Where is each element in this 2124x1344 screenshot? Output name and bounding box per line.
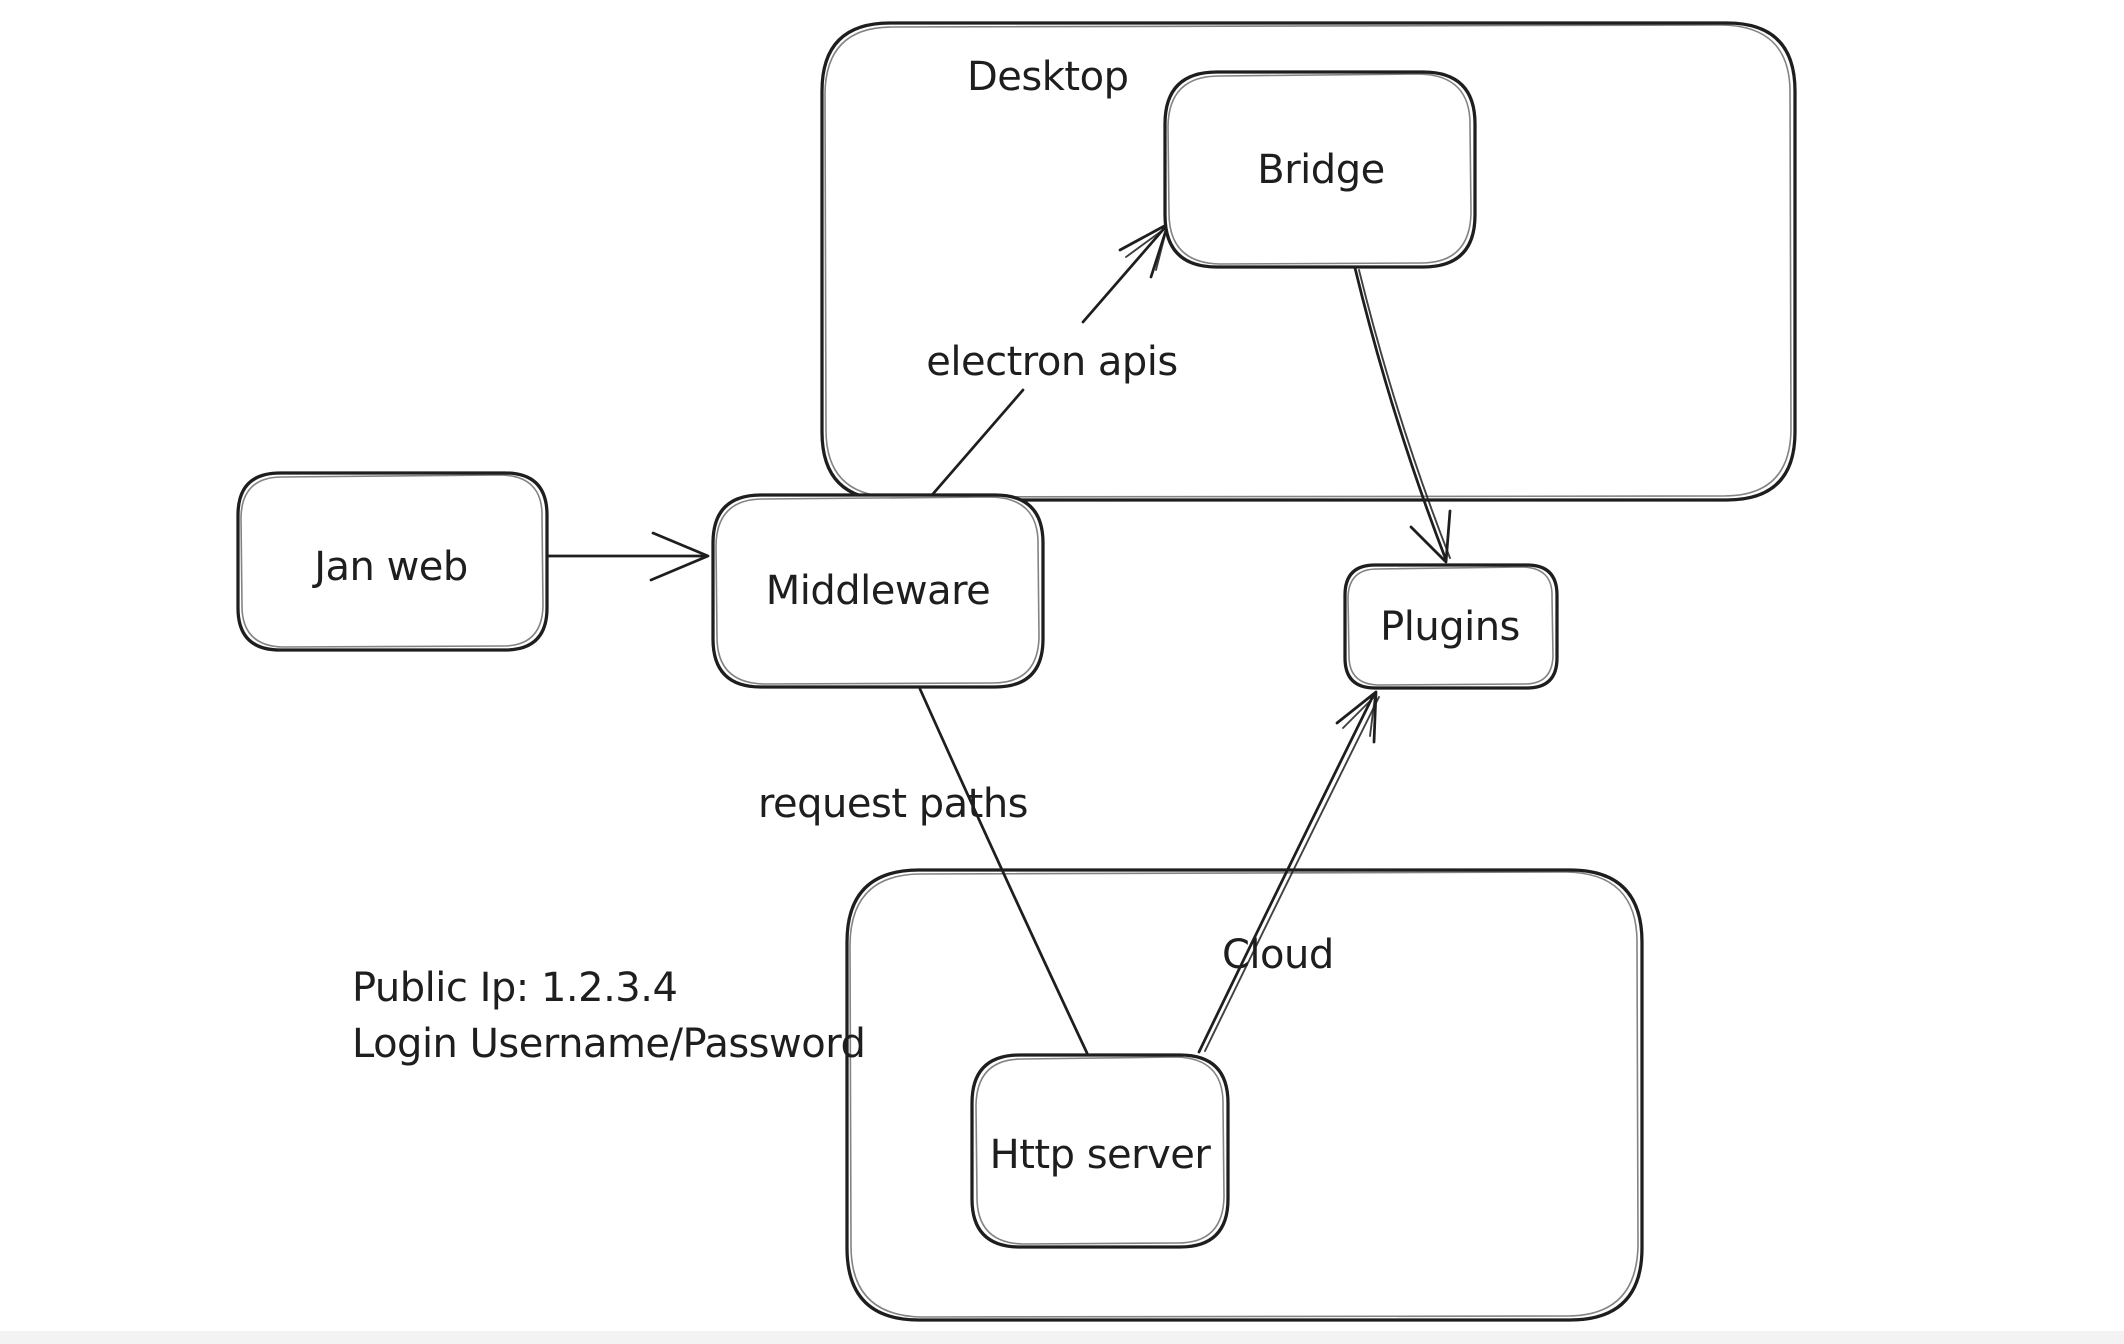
- credentials-note[interactable]: Public Ip: 1.2.3.4 Login Username/Passwo…: [352, 965, 866, 1067]
- arrow-janweb-to-middleware[interactable]: [547, 531, 710, 582]
- middleware-node-outline-sketch: [715, 496, 1040, 685]
- bridge-node-outline: [1163, 70, 1477, 269]
- cloud-container-outline-sketch: [849, 871, 1639, 1318]
- http-server-node-outline-sketch: [975, 1056, 1225, 1245]
- arrow-bridge-to-plugins-head: [1409, 509, 1452, 564]
- login-note-line: Login Username/Password: [352, 1021, 865, 1067]
- middleware-node-outline: [711, 493, 1045, 689]
- arrow-bridge-to-plugins-line: [1353, 266, 1448, 562]
- arrow-httpserver-to-plugins-head-sketch: [1342, 695, 1376, 737]
- desktop-container-label: Desktop: [967, 54, 1128, 100]
- bridge-node[interactable]: Bridge: [1163, 70, 1477, 269]
- jan-web-node[interactable]: Jan web: [236, 471, 549, 652]
- middleware-node[interactable]: Middleware: [711, 493, 1045, 689]
- arrow-janweb-to-middleware-head: [649, 531, 710, 582]
- arrow-httpserver-to-plugins-head: [1335, 690, 1378, 744]
- jan-web-node-outline-sketch: [240, 474, 544, 648]
- plugins-node-outline-sketch: [1347, 566, 1554, 686]
- cloud-container-label: Cloud: [1222, 932, 1334, 978]
- desktop-container-outline: [820, 21, 1797, 502]
- canvas-bottom-edge: [0, 1331, 2124, 1344]
- line-middleware-to-httpserver[interactable]: [918, 687, 1089, 1055]
- arrow-httpserver-to-plugins[interactable]: [1197, 690, 1380, 1054]
- http-server-node[interactable]: Http server: [970, 1053, 1230, 1249]
- public-ip-note-line: Public Ip: 1.2.3.4: [352, 965, 677, 1011]
- desktop-container-outline-sketch: [824, 24, 1792, 498]
- arrow-middleware-to-bridge-line-2: [1081, 222, 1170, 324]
- arrow-httpserver-to-plugins-line: [1197, 692, 1376, 1054]
- arrow-httpserver-to-plugins-line-sketch: [1204, 696, 1380, 1052]
- desktop-container[interactable]: Desktop: [820, 21, 1797, 502]
- bridge-node-label: Bridge: [1257, 147, 1384, 193]
- arrow-bridge-to-plugins[interactable]: [1353, 266, 1452, 564]
- cloud-container[interactable]: Cloud: [845, 868, 1644, 1322]
- arrow-bridge-to-plugins-line-sketch: [1358, 269, 1451, 559]
- http-server-node-label: Http server: [990, 1132, 1212, 1178]
- plugins-node-label: Plugins: [1380, 604, 1520, 650]
- edge-label-electron-apis[interactable]: electron apis: [926, 339, 1178, 385]
- plugins-node-outline: [1343, 563, 1559, 690]
- jan-web-node-outline: [236, 471, 549, 652]
- jan-web-node-label: Jan web: [311, 544, 468, 590]
- edge-label-request-paths[interactable]: request paths: [758, 781, 1029, 827]
- arrow-middleware-to-bridge-line-1: [930, 388, 1025, 497]
- line-middleware-to-httpserver-line: [918, 687, 1089, 1055]
- http-server-node-outline: [970, 1053, 1230, 1249]
- plugins-node[interactable]: Plugins: [1343, 563, 1559, 690]
- bridge-node-outline-sketch: [1167, 73, 1472, 265]
- middleware-node-label: Middleware: [766, 568, 991, 614]
- cloud-container-outline: [845, 868, 1644, 1322]
